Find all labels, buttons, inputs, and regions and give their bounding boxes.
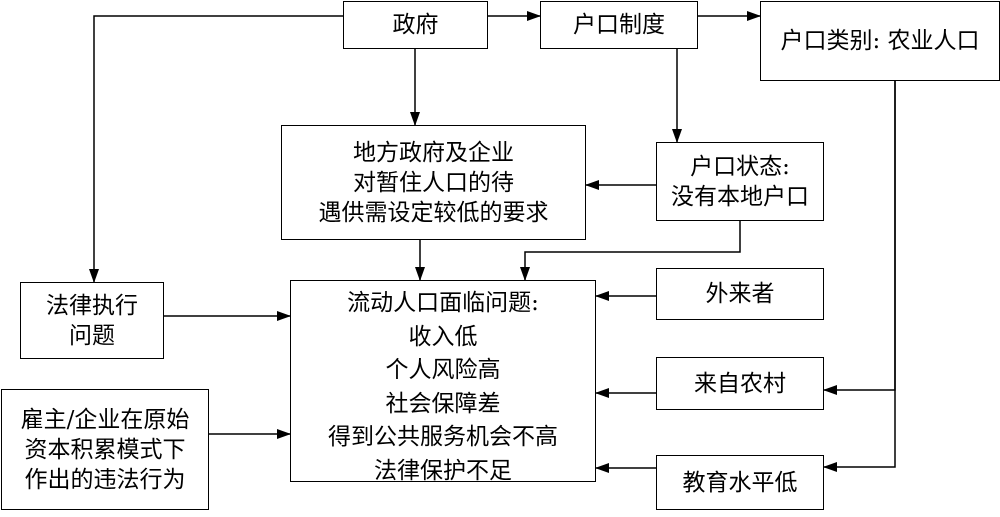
node-text-line: 教育水平低 bbox=[682, 469, 798, 496]
node-hukou-system: 户口制度 bbox=[540, 1, 698, 49]
node-text-line: 对暂住人口的待 bbox=[353, 169, 514, 196]
node-text-line: 户口状态: bbox=[690, 153, 790, 180]
node-text-line: 法律执行 bbox=[46, 292, 138, 319]
node-text-line: 外来者 bbox=[705, 281, 775, 307]
node-hukou-status: 户口状态: 没有本地户口 bbox=[656, 142, 824, 221]
node-text-line: 个人风险高 bbox=[385, 357, 501, 383]
node-text-line: 地方政府及企业 bbox=[353, 139, 514, 166]
node-text-line: 收入低 bbox=[408, 323, 478, 350]
node-text-line: 社会保障差 bbox=[385, 390, 501, 417]
node-low-education: 教育水平低 bbox=[656, 455, 824, 510]
node-law-enforcement: 法律执行问题 bbox=[20, 282, 164, 359]
edge-hukou-category-to-low-education bbox=[823, 81, 896, 472]
node-text-line: 作出的违法行为 bbox=[24, 466, 186, 493]
node-text-line: 遇供需设定较低的要求 bbox=[318, 199, 549, 226]
node-employer-violations: 雇主/企业在原始资本积累模式下作出的违法行为 bbox=[1, 389, 209, 510]
node-local-requirements: 地方政府及企业对暂住人口的待遇供需设定较低的要求 bbox=[281, 125, 586, 240]
node-text-line: 政府 bbox=[392, 12, 439, 38]
node-text-line: 法律保护不足 bbox=[374, 457, 512, 484]
node-from-rural: 来自农村 bbox=[656, 357, 824, 410]
node-text-line: 没有本地户口 bbox=[671, 183, 809, 210]
edge-hukou-category-to-from-rural bbox=[823, 81, 896, 395]
node-text-line: 资本积累模式下 bbox=[24, 436, 186, 463]
node-text-line: 户口类别: 农业人口 bbox=[780, 28, 980, 54]
edge-government-to-law-enforcement bbox=[89, 15, 343, 283]
node-text-line: 雇主/企业在原始 bbox=[20, 406, 190, 433]
node-text-line: 问题 bbox=[69, 322, 115, 349]
node-hukou-category: 户口类别: 农业人口 bbox=[760, 1, 1000, 81]
node-text-line: 来自农村 bbox=[694, 370, 786, 397]
node-migrant-problems: 流动人口面临问题: 收入低个人风险高社会保障差得到公共服务机会不高法律保护不足 bbox=[290, 280, 596, 484]
edge-hukou-status-to-migrant-problems bbox=[520, 221, 741, 281]
node-text-line: 得到公共服务机会不高 bbox=[328, 424, 558, 450]
node-text-line: 户口制度 bbox=[573, 12, 665, 38]
node-text-line: 流动人口面临问题: bbox=[347, 290, 539, 316]
node-outsider: 外来者 bbox=[656, 268, 824, 320]
node-government: 政府 bbox=[343, 1, 488, 49]
